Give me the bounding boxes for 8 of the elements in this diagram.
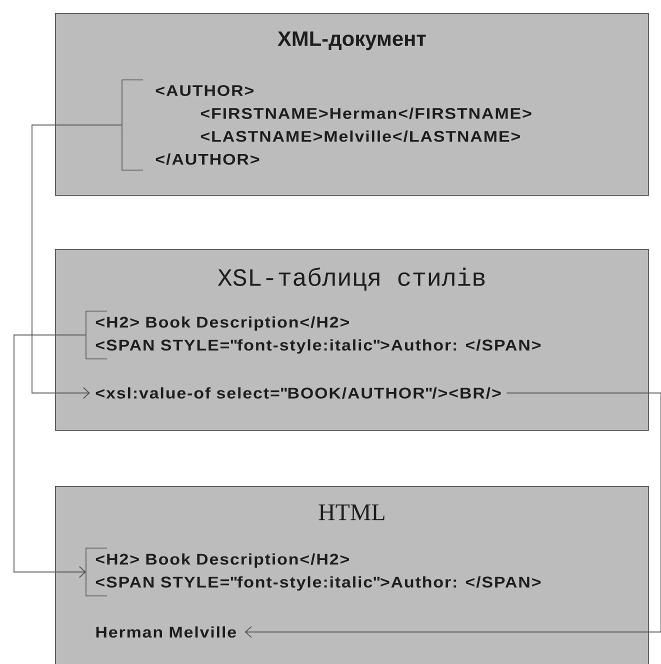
code-line: Herman Melville	[96, 626, 236, 638]
code-line: <xsl:value-of select="BOOK/AUTHOR"/><BR/>	[96, 387, 501, 399]
bracketed-code: <AUTHOR> <FIRSTNAME>Herman</FIRSTNAME> <LASTNAME>Melville</LASTNAME> </AUTHOR>	[122, 80, 532, 171]
arrow	[32, 124, 122, 399]
bracketed-code: <H2> Book Description</H2> <SPAN STYLE="font-style:italic">Author: </SPAN>	[86, 310, 541, 360]
arrow	[14, 334, 86, 578]
bracketed-code: <H2> Book Description</H2> <SPAN STYLE="font-style:italic">Author: </SPAN>	[86, 548, 541, 596]
arrow	[244, 392, 661, 638]
